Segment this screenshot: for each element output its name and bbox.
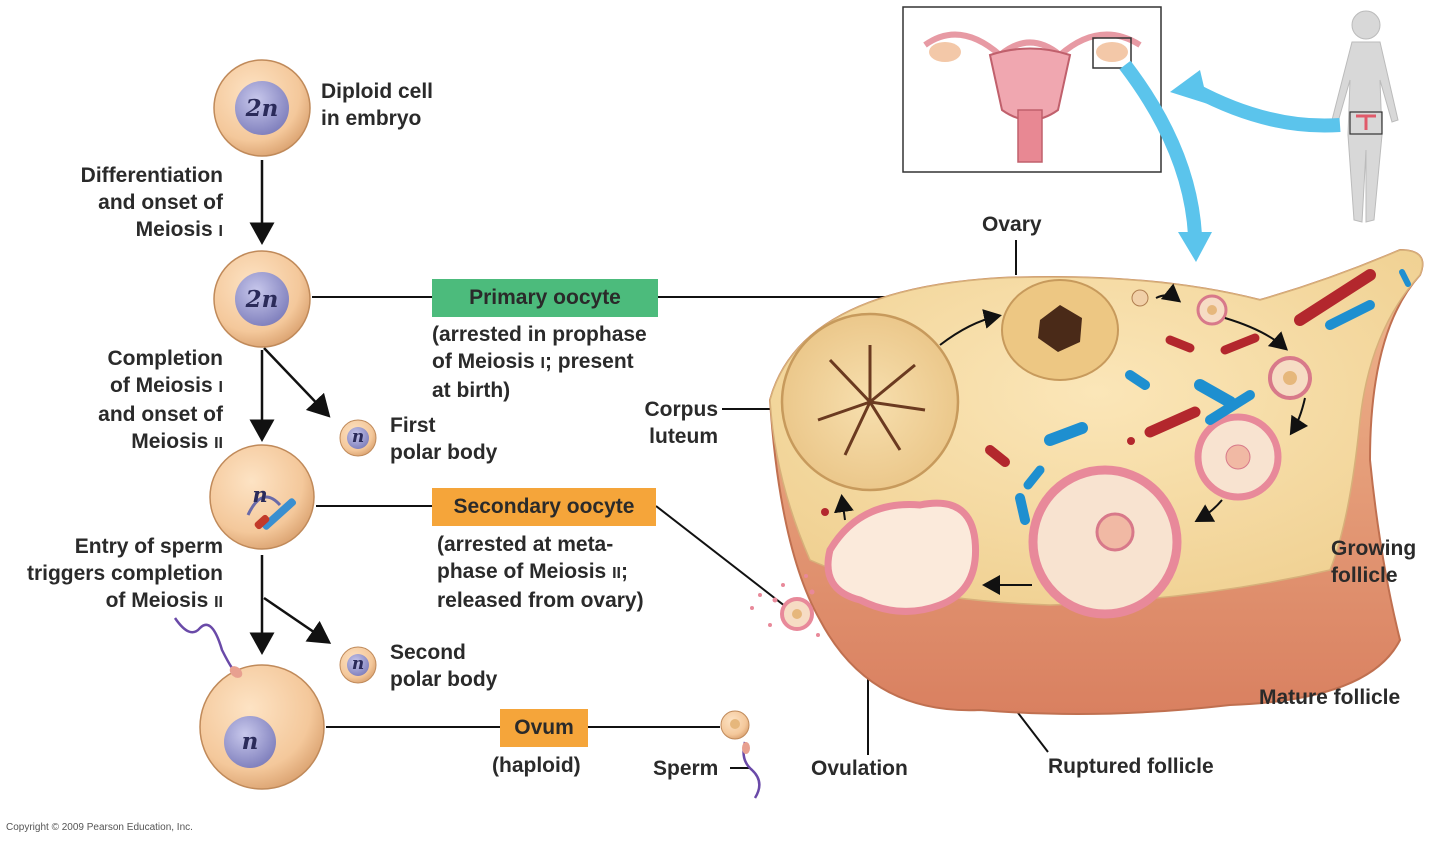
sperm-label: Sperm: [653, 757, 719, 780]
sperm-illustration: [720, 710, 761, 799]
ovum-cell: [199, 664, 325, 790]
step2-line3: and onset of: [98, 403, 223, 426]
secondary-desc-line2: phase of Meiosis II;: [437, 558, 644, 587]
first-polar-line1: First: [390, 414, 436, 437]
ruptured-follicle-label: Ruptured follicle: [1048, 755, 1214, 778]
corpus-luteum-line2: luteum: [649, 425, 718, 448]
step2-roman1: I: [218, 379, 223, 396]
corpus-luteum-line1: Corpus: [644, 398, 719, 421]
second-polar-body: [339, 646, 377, 684]
primary-desc-line2-text: of Meiosis: [432, 350, 535, 373]
secondary-desc-line2-tail: ;: [620, 560, 628, 583]
secondary-desc-line2-text: phase of Meiosis: [437, 560, 607, 583]
step2-line4-text: Meiosis: [131, 430, 209, 453]
step1-line3: Meiosis I: [20, 216, 223, 245]
ovum-desc: (haploid): [492, 754, 581, 777]
completion-label: Completion of Meiosis I and onset of Mei…: [20, 345, 223, 457]
secondary-desc-line3: released from ovary): [437, 589, 644, 612]
step1-line3-text: Meiosis: [135, 218, 213, 241]
body-silhouette: [1331, 10, 1399, 223]
blue-arrowhead-2: [1178, 232, 1212, 262]
first-polar-line2: polar body: [390, 441, 498, 464]
ovary: [750, 248, 1424, 715]
secondary-oocyte-cell: [209, 444, 315, 550]
step3-roman: II: [214, 594, 223, 611]
primary-desc-line1: (arrested in prophase: [432, 323, 647, 346]
step2-line1: Completion: [107, 347, 224, 370]
uterus-inset: [902, 6, 1162, 173]
differentiation-label: Differentiation and onset of Meiosis I: [20, 162, 223, 245]
first-polar-ploidy-label: n: [351, 427, 365, 447]
step3-line2: triggers completion: [26, 562, 223, 585]
secondary-ploidy-label: n: [252, 482, 268, 507]
flow-arrows: [249, 160, 332, 655]
primary-desc-line2: of Meiosis I; present: [432, 348, 647, 377]
diploid-cell: [213, 59, 311, 157]
primary-desc-line2-tail: ; present: [544, 350, 634, 373]
second-polar-line2: polar body: [390, 668, 498, 691]
secondary-desc-line1: (arrested at meta-: [437, 533, 614, 556]
mature-follicle-label: Mature follicle: [1259, 686, 1401, 709]
second-polar-body-label: Second polar body: [390, 639, 497, 693]
second-polar-line1: Second: [390, 641, 466, 664]
step2-line4: Meiosis II: [20, 428, 223, 457]
step3-line3-text: of Meiosis: [105, 589, 209, 612]
secondary-desc-roman: II: [612, 565, 621, 582]
ovum-ploidy-label: n: [241, 728, 259, 755]
growing-follicle-line2: follicle: [1331, 564, 1398, 587]
ovulation-label: Ovulation: [811, 757, 908, 780]
blue-arrows: [1119, 60, 1341, 236]
step2-roman2: II: [214, 435, 223, 452]
primary-oocyte-cell: [213, 250, 311, 348]
step1-roman: I: [218, 223, 223, 240]
ovum-box: Ovum: [500, 709, 588, 747]
first-polar-body-label: First polar body: [390, 412, 497, 466]
diploid-cell-label-line1: Diploid cell: [321, 80, 434, 103]
secondary-oocyte-desc: (arrested at meta- phase of Meiosis II; …: [437, 531, 644, 614]
step1-line2: and onset of: [98, 191, 223, 214]
diploid-ploidy-label: 2n: [245, 95, 279, 122]
primary-ploidy-label: 2n: [245, 286, 279, 313]
diploid-cell-label-line2: in embryo: [321, 107, 422, 130]
primary-oocyte-desc: (arrested in prophase of Meiosis I; pres…: [432, 321, 647, 404]
step3-line1: Entry of sperm: [74, 535, 223, 558]
corpus-luteum-label: Corpus luteum: [600, 396, 719, 450]
step2-line2-text: of Meiosis: [110, 374, 213, 397]
secondary-oocyte-box: Secondary oocyte: [432, 488, 656, 526]
step1-line1: Differentiation: [80, 164, 223, 187]
diploid-cell-label: Diploid cell in embryo: [321, 78, 433, 132]
primary-oocyte-box: Primary oocyte: [432, 279, 658, 317]
growing-follicle-line1: Growing: [1331, 537, 1417, 560]
blue-arrowhead-1: [1170, 70, 1208, 104]
step2-line2: of Meiosis I: [20, 372, 223, 401]
first-polar-body: [339, 419, 377, 457]
primary-desc-roman: I: [540, 355, 545, 372]
second-polar-ploidy-label: n: [351, 654, 365, 674]
cycle-arrows: [833, 283, 1309, 595]
copyright-notice: Copyright © 2009 Pearson Education, Inc.: [6, 822, 193, 833]
growing-follicle-label: Growing follicle: [1331, 535, 1416, 589]
primary-desc-line3: at birth): [432, 379, 511, 402]
step3-line3: of Meiosis II: [0, 587, 223, 616]
entering-sperm: [173, 617, 243, 678]
sperm-entry-label: Entry of sperm triggers completion of Me…: [0, 533, 223, 616]
ovary-label: Ovary: [982, 213, 1042, 236]
